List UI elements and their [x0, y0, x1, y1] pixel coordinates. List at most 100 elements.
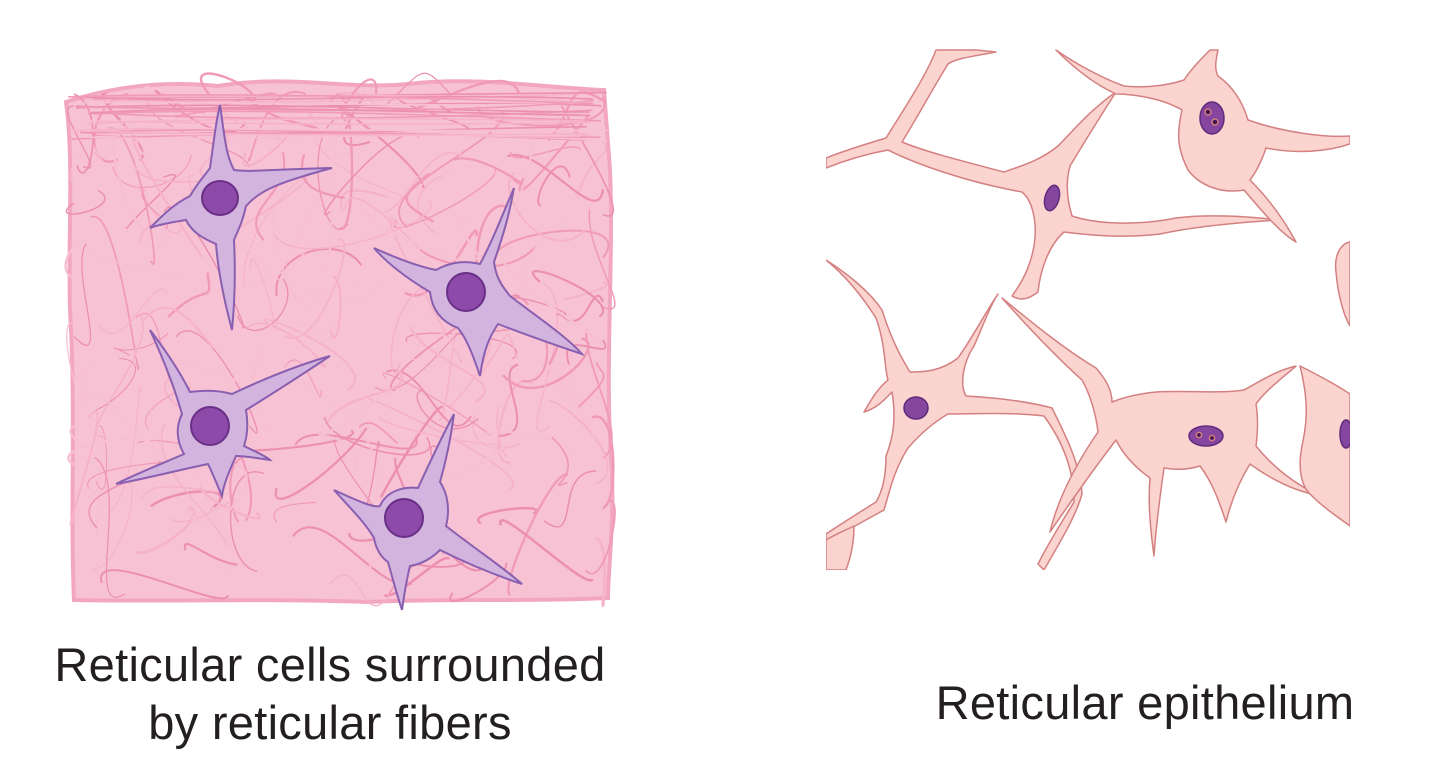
reticular-fiber: [69, 424, 139, 498]
reticular-fiber: [272, 208, 301, 302]
reticular-fiber: [73, 392, 135, 440]
reticular-fiber: [75, 104, 590, 113]
reticular-fiber: [87, 117, 585, 125]
reticular-fiber: [145, 386, 191, 429]
reticular-fiber: [229, 471, 265, 572]
nucleus: [190, 406, 230, 446]
reticular-fiber: [249, 258, 276, 331]
reticular-fiber: [509, 146, 582, 159]
reticular-fiber: [507, 153, 605, 202]
reticular-fiber: [95, 425, 108, 491]
reticular-fiber: [479, 333, 518, 376]
reticular-fiber: [339, 189, 388, 212]
reticular-fiber: [351, 165, 499, 225]
reticular-fiber: [160, 423, 228, 547]
reticular-fiber: [409, 326, 486, 403]
reticular-fiber: [382, 152, 465, 214]
reticular-fiber: [171, 499, 237, 523]
caption-line-1: Reticular cells surrounded: [54, 638, 606, 691]
epithelial-cell: [1334, 241, 1350, 327]
reticular-fiber: [88, 108, 591, 117]
reticular-fiber: [595, 537, 606, 608]
reticular-fiber: [70, 101, 580, 106]
reticular-fiber: [64, 239, 80, 279]
reticular-fiber: [77, 93, 138, 164]
reticular-fiber: [537, 165, 571, 207]
reticular-fiber: [508, 171, 586, 242]
reticular-fiber: [320, 433, 358, 477]
reticular-fiber: [95, 133, 581, 137]
reticular-fiber: [477, 506, 538, 525]
reticular-fiber: [135, 186, 183, 234]
reticular-fiber: [284, 359, 322, 398]
reticular-fiber: [173, 92, 277, 117]
reticular-fiber: [499, 519, 594, 582]
reticular-fiber: [379, 406, 444, 498]
reticular-fiber: [284, 238, 346, 339]
reticular-fiber: [263, 318, 356, 391]
epithelial-cell: [1055, 49, 1350, 243]
nucleus: [1199, 101, 1225, 135]
reticular-fiber: [89, 93, 108, 169]
reticular-fiber: [100, 569, 229, 600]
reticular-fiber: [69, 410, 99, 526]
reticular-fiber: [143, 306, 214, 348]
reticular-fiber: [66, 322, 87, 399]
epithelial-cell: [1299, 365, 1350, 527]
reticular-fiber: [566, 339, 607, 365]
reticular-fiber: [236, 278, 289, 331]
reticular-fiber: [378, 414, 502, 445]
reticular-fiber: [167, 272, 211, 318]
reticular-fiber: [551, 436, 570, 486]
nucleolus: [1208, 434, 1216, 442]
reticular-fiber: [93, 110, 601, 122]
reticular-fiber: [482, 430, 576, 453]
epithelial-cell: [826, 525, 855, 570]
reticular-fiber: [531, 270, 604, 318]
reticular-fiber: [393, 164, 497, 229]
reticular-fiber: [501, 244, 604, 349]
reticular-fiber: [404, 229, 478, 297]
reticular-fiber: [90, 130, 588, 136]
reticular-fiber: [134, 348, 158, 507]
reticular-fiber: [329, 275, 342, 340]
reticular-fiber: [67, 105, 92, 169]
reticular-fiber: [453, 157, 526, 187]
nucleus: [201, 180, 239, 216]
reticular-fiber: [73, 237, 184, 284]
reticular-fiber: [253, 349, 272, 434]
reticular-fiber: [588, 209, 616, 310]
reticular-fiber: [108, 386, 142, 514]
reticular-fiber: [199, 72, 256, 106]
reticular-fiber: [175, 330, 258, 434]
reticular-fiber: [368, 397, 514, 491]
reticular-fiber: [299, 277, 355, 329]
reticular-fiber: [300, 154, 345, 200]
reticular-epithelium-illustration: [826, 46, 1350, 570]
reticular-fiber: [303, 280, 381, 301]
reticular-fiber: [90, 215, 140, 371]
reticular-fiber: [576, 141, 607, 199]
reticular-fiber: [67, 437, 155, 466]
reticular-fiber: [344, 197, 420, 249]
reticular-fiber: [408, 338, 473, 368]
reticular-fiber: [68, 93, 594, 105]
reticular-fiber: [495, 229, 610, 259]
reticular-fiber: [95, 357, 136, 411]
reticular-fiber: [284, 169, 329, 267]
reticular-fiber: [97, 120, 592, 125]
caption-reticular-cells: Reticular cells surrounded by reticular …: [0, 636, 660, 752]
reticular-fiber: [131, 131, 203, 259]
reticular-fiber: [405, 172, 435, 223]
reticular-fiber: [186, 463, 248, 524]
epithelial-cell: [826, 49, 1279, 300]
reticular-fiber: [584, 500, 616, 575]
reticular-fiber: [543, 470, 597, 528]
reticular-fiber: [416, 389, 479, 430]
epithelial-reticulum: [826, 49, 1350, 570]
epithelial-cell: [1001, 297, 1323, 557]
reticular-fiber: [73, 243, 92, 346]
reticular-fiber: [141, 189, 169, 229]
reticular-fiber: [96, 125, 608, 132]
reticular-fiber: [563, 281, 608, 301]
